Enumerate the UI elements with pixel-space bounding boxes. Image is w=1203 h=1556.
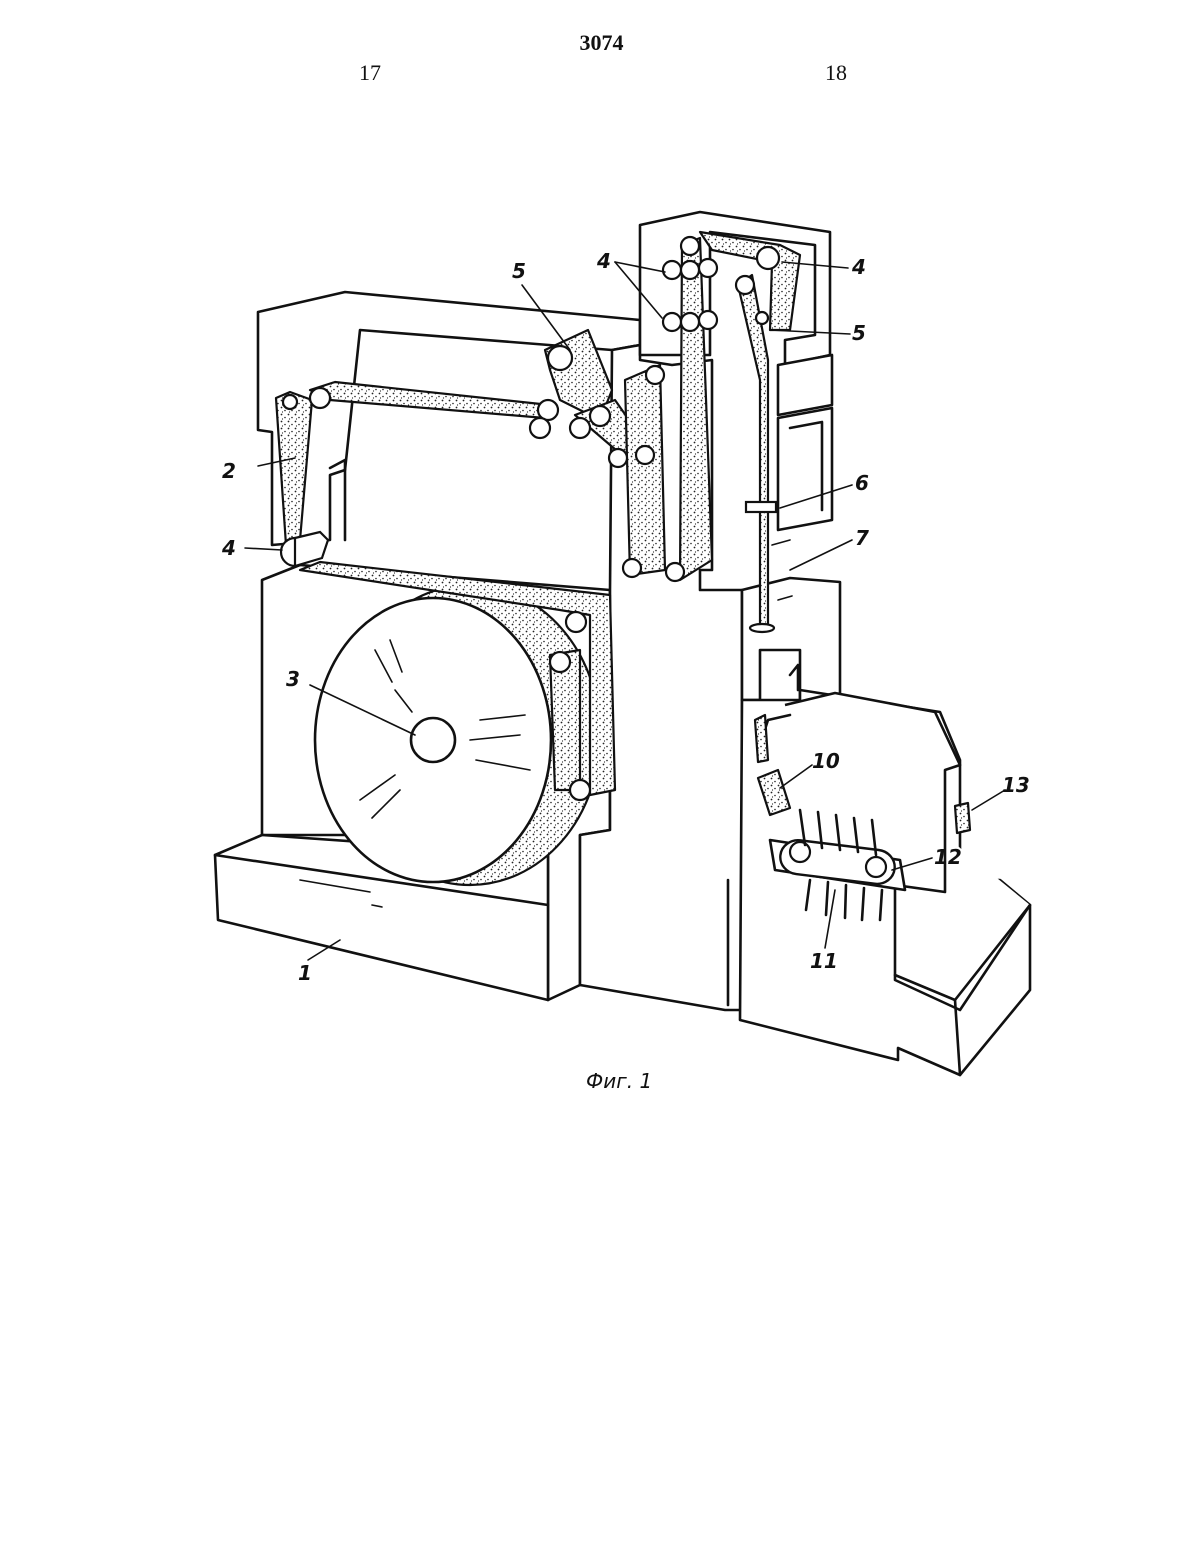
label-6: 6 (855, 471, 869, 495)
label-10: 10 (812, 749, 840, 773)
label-5-top: 5 (512, 259, 526, 283)
label-1: 1 (298, 961, 312, 985)
label-11: 11 (810, 949, 838, 973)
label-4-center: 4 (596, 249, 611, 273)
label-7: 7 (855, 526, 869, 550)
label-4-right: 4 (851, 255, 866, 279)
label-13: 13 (1002, 773, 1030, 797)
label-5-right: 5 (852, 321, 866, 345)
label-12: 12 (934, 845, 962, 869)
label-2: 2 (222, 459, 236, 483)
label-4-left: 4 (221, 536, 236, 560)
figure-caption: Фиг. 1 (586, 1069, 652, 1093)
label-3: 3 (286, 667, 300, 691)
